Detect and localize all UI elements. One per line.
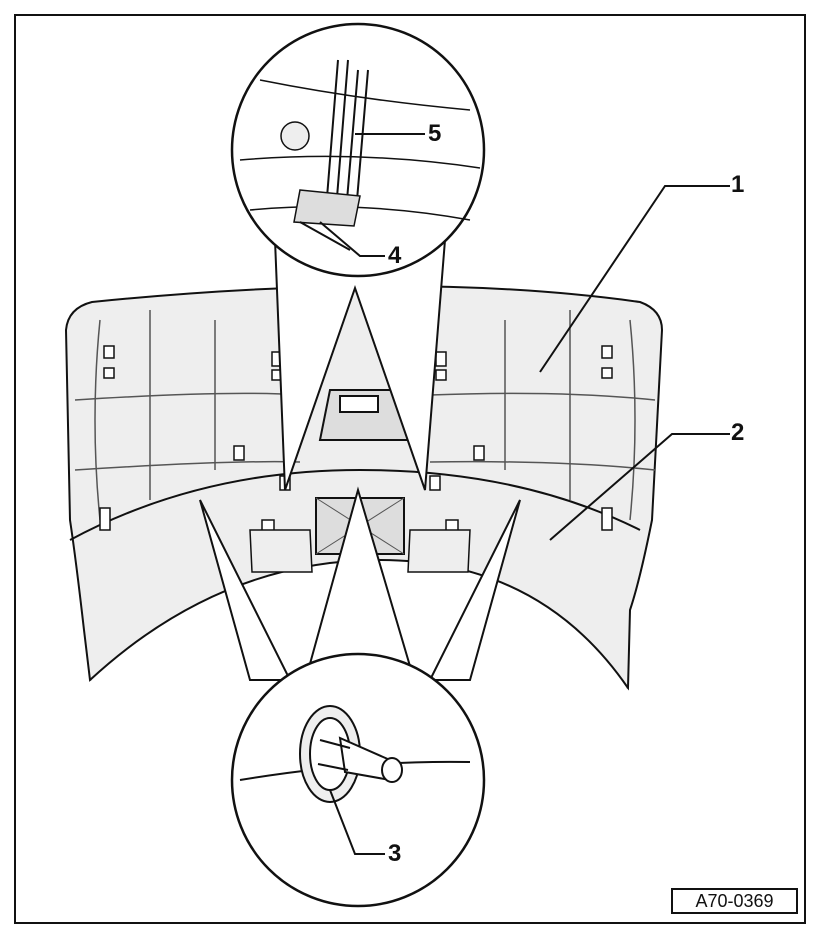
- callout-1: 1: [731, 171, 745, 198]
- leader-line-3: [329, 789, 385, 855]
- headliner-front-edge: [69, 468, 641, 541]
- bottom-detail-content: [239, 705, 471, 803]
- callout-2: 2: [731, 419, 745, 446]
- leader-lines: [319, 133, 730, 855]
- top-detail-callout: [230, 22, 486, 491]
- leader-line-1: [539, 185, 730, 373]
- top-detail-content: [239, 59, 481, 251]
- callout-4: 4: [388, 242, 402, 269]
- handle-recesses: [249, 529, 471, 573]
- bottom-detail-callout: [199, 486, 521, 908]
- callout-3: 3: [388, 840, 402, 867]
- leader-line-4: [319, 221, 385, 257]
- top-detail-circle: [230, 22, 486, 278]
- figure-id-label: A70-0369: [671, 888, 798, 914]
- bottom-detail-circle: [230, 652, 486, 908]
- panel-creases: [74, 310, 656, 521]
- leader-line-2: [549, 433, 730, 541]
- callout-5: 5: [428, 120, 442, 147]
